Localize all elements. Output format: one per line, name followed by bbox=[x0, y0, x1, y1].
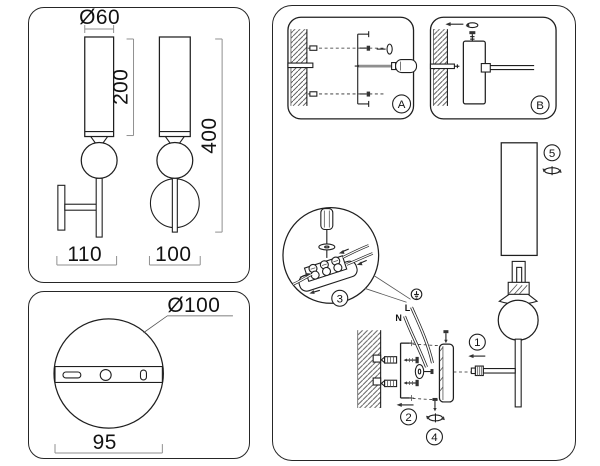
step-5-badge: 5 bbox=[543, 144, 561, 162]
dimension-width: 100 bbox=[148, 243, 201, 266]
inset-a: A bbox=[287, 16, 418, 120]
cover-screw-top bbox=[443, 330, 449, 344]
stem bbox=[514, 338, 522, 408]
step-1-badge: 1 bbox=[468, 333, 486, 359]
step-1-label: 1 bbox=[474, 337, 480, 349]
slide-arrow-icon bbox=[445, 22, 464, 27]
step-2-label: 2 bbox=[405, 412, 411, 424]
glass-tube bbox=[158, 36, 191, 138]
terminal-wires bbox=[292, 244, 374, 286]
dim-label-95: 95 bbox=[93, 431, 117, 454]
lamp-front-view bbox=[149, 36, 200, 233]
rotate-icon bbox=[426, 413, 445, 423]
dimensions-drawing: Ø60 200 400 110 bbox=[56, 8, 223, 266]
dimension-mount-span: 95 bbox=[54, 431, 163, 454]
step-a-label: A bbox=[398, 99, 406, 111]
dim-label-200: 200 bbox=[110, 69, 133, 105]
wall-anchor bbox=[380, 379, 398, 388]
dimensions-panel: Ø60 200 400 110 bbox=[28, 7, 250, 283]
screwdriver-icon bbox=[318, 208, 336, 258]
arm bbox=[482, 367, 516, 374]
wall-slot bbox=[372, 354, 382, 363]
assembly-panel: A bbox=[272, 5, 576, 461]
ground-symbol-icon bbox=[410, 288, 423, 301]
bracket-screw-icon bbox=[403, 379, 419, 387]
dimension-shade-height: 200 bbox=[110, 38, 135, 137]
canopy bbox=[438, 343, 455, 403]
step-b-badge: B bbox=[530, 95, 550, 115]
step-4-badge: 4 bbox=[425, 428, 443, 446]
screw-washer-icon bbox=[376, 43, 393, 55]
arm-connector bbox=[480, 63, 491, 73]
supply-wires bbox=[403, 306, 434, 368]
bracket-screw-icon bbox=[403, 356, 419, 364]
canopy-fix-screw bbox=[414, 364, 434, 380]
small-hole bbox=[139, 369, 147, 381]
rotate-icon bbox=[465, 22, 479, 29]
step-5-label: 5 bbox=[549, 148, 555, 160]
wire-live-label: L bbox=[405, 303, 411, 313]
wall-anchor-icon bbox=[309, 45, 318, 51]
step-2-badge: 2 bbox=[396, 402, 418, 426]
dimension-shade-diameter: Ø60 bbox=[79, 8, 120, 34]
wall-slot bbox=[372, 377, 382, 386]
step-3-label: 3 bbox=[337, 293, 343, 305]
dim-label-100: 100 bbox=[155, 243, 191, 266]
lamp-side-view bbox=[57, 36, 118, 238]
stem bbox=[171, 177, 178, 233]
wall-ledge bbox=[429, 63, 455, 70]
inset-b: B bbox=[429, 16, 557, 120]
wire-neutral-label: N bbox=[395, 313, 401, 323]
dimension-plate-diameter: Ø100 bbox=[143, 294, 233, 334]
dimension-total-height: 400 bbox=[198, 38, 223, 233]
center-hole bbox=[99, 368, 112, 382]
sphere-joint bbox=[497, 299, 539, 341]
stem bbox=[95, 177, 103, 238]
screwdriver-icon bbox=[354, 59, 418, 74]
assembly-drawing: A bbox=[282, 16, 562, 446]
wall-plate-side bbox=[57, 184, 66, 231]
sphere-joint bbox=[80, 141, 118, 179]
lock-screw-icon bbox=[469, 31, 476, 42]
arm-connector bbox=[470, 365, 484, 377]
step-b-label: B bbox=[536, 100, 544, 112]
wall-anchor bbox=[380, 355, 398, 364]
dimension-depth: 110 bbox=[56, 243, 118, 266]
mounting-bracket bbox=[357, 31, 370, 107]
step-a-badge: A bbox=[392, 94, 412, 114]
insert-arrow-icon bbox=[338, 248, 349, 254]
wall-ledge bbox=[287, 62, 314, 69]
dim-label-diameter: Ø60 bbox=[79, 8, 120, 29]
wall-anchor-icon bbox=[309, 91, 318, 97]
step-4-label: 4 bbox=[431, 432, 438, 444]
dim-label-400: 400 bbox=[198, 117, 221, 153]
lamp-exploded-view bbox=[470, 142, 539, 408]
screw-icon bbox=[359, 45, 371, 51]
dim-label-110: 110 bbox=[67, 243, 102, 266]
rotate-icon bbox=[542, 166, 562, 176]
step-3-badge: 3 bbox=[331, 289, 349, 307]
insert-arrow-icon bbox=[356, 259, 367, 266]
wall-section-main bbox=[357, 330, 382, 408]
baseplate-drawing: Ø100 95 bbox=[53, 294, 233, 454]
terminal-block bbox=[298, 255, 358, 292]
terminal-detail-circle: 3 bbox=[282, 206, 380, 307]
insert-arrow-icon bbox=[309, 289, 320, 294]
mounting-bracket-main bbox=[399, 340, 415, 401]
slot-hole bbox=[62, 371, 82, 379]
threaded-collar bbox=[507, 281, 530, 296]
wall-arm bbox=[64, 203, 98, 211]
glass-tube bbox=[500, 142, 538, 257]
screw-axes bbox=[307, 45, 385, 97]
baseplate-panel: Ø100 95 bbox=[28, 291, 250, 459]
screw-icon bbox=[359, 91, 371, 97]
sphere-joint bbox=[156, 141, 194, 179]
glass-tube bbox=[84, 36, 115, 138]
insert-arrow-icon bbox=[299, 273, 311, 278]
dim-label-d100: Ø100 bbox=[167, 294, 220, 317]
cover-screw-bottom bbox=[432, 397, 438, 412]
